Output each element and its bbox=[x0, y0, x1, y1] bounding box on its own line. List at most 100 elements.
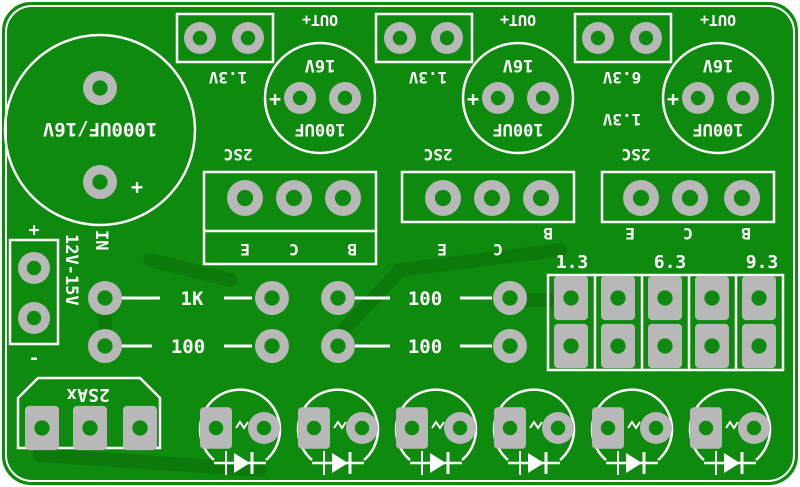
transistor1-label: 2SC bbox=[224, 145, 253, 164]
big-cap-pad bbox=[83, 71, 117, 105]
v2-label: 1.3V bbox=[408, 68, 447, 87]
led-pad bbox=[542, 412, 574, 444]
t2-b: B bbox=[543, 224, 553, 243]
led-pad bbox=[346, 412, 378, 444]
jumper-pad bbox=[648, 323, 682, 369]
t2-e: E bbox=[437, 240, 447, 259]
transistor-pad bbox=[425, 180, 461, 216]
cap-pad bbox=[482, 82, 514, 114]
cap3-plus: + bbox=[667, 87, 679, 111]
cap1-voltage: 16V bbox=[305, 55, 336, 75]
led-pad bbox=[592, 407, 624, 449]
header-pad bbox=[184, 22, 216, 54]
v1-label: 1.3V bbox=[208, 68, 247, 87]
header-pad bbox=[582, 22, 614, 54]
header-pad bbox=[431, 22, 463, 54]
cap1-value: 100UF bbox=[294, 119, 345, 139]
led-pad bbox=[640, 412, 672, 444]
header-pad bbox=[384, 22, 416, 54]
big-cap-label: 1000UF/16V bbox=[43, 118, 157, 140]
capacitor-3: 16V 100UF + bbox=[661, 41, 775, 155]
t3-b: B bbox=[741, 224, 751, 243]
resistor-pad bbox=[321, 281, 355, 315]
resistor-pad bbox=[493, 281, 527, 315]
led-pad bbox=[298, 407, 330, 449]
t1-e: E bbox=[240, 240, 250, 259]
resistor-pad bbox=[88, 329, 122, 363]
out1-label: OUT+ bbox=[302, 11, 338, 29]
cap2-value: 100UF bbox=[492, 119, 543, 139]
board-outline bbox=[5, 5, 795, 482]
input-plus-label: + bbox=[29, 220, 40, 241]
transistor2-label: 2SC bbox=[424, 145, 453, 164]
led-pad bbox=[396, 407, 428, 449]
led-pad bbox=[248, 412, 280, 444]
transistor-pad bbox=[276, 180, 312, 216]
led-pad bbox=[200, 407, 232, 449]
big-cap-pad bbox=[83, 165, 117, 199]
out2-label: OUT+ bbox=[500, 11, 536, 29]
jumper-pad bbox=[601, 275, 635, 321]
jumper1-label: 1.3 bbox=[556, 252, 589, 273]
output-header-3: OUT+ 6.3V 1.3V bbox=[573, 11, 736, 129]
t3-c: C bbox=[683, 224, 693, 243]
regulator-pad bbox=[123, 405, 157, 451]
resistor-pad bbox=[493, 329, 527, 363]
v3-label: 6.3V bbox=[602, 68, 641, 87]
resistor-pad bbox=[321, 329, 355, 363]
jumper-pad bbox=[742, 323, 776, 369]
input-pad bbox=[18, 302, 50, 334]
transistor-1: 2SC E C B bbox=[202, 145, 378, 266]
transistor-pad bbox=[672, 180, 708, 216]
transistor3-label: 2SC bbox=[622, 145, 651, 164]
r3-label: 100 bbox=[408, 288, 442, 310]
voltage-jumper-block: 1.3 6.3 9.3 bbox=[546, 252, 785, 372]
cap2-plus: + bbox=[467, 87, 479, 111]
cap2-voltage: 16V bbox=[503, 55, 534, 75]
output-header-2: OUT+ 1.3V bbox=[374, 11, 536, 87]
transistor-pad bbox=[523, 180, 559, 216]
resistor-pad bbox=[255, 281, 289, 315]
transistor-pad bbox=[325, 180, 361, 216]
cap3-value: 100UF bbox=[692, 119, 743, 139]
transistor-pad bbox=[227, 180, 263, 216]
cap-pad bbox=[682, 82, 714, 114]
jumper-pad bbox=[742, 275, 776, 321]
big-capacitor: 1000UF/16V + bbox=[3, 33, 197, 227]
cap-pad bbox=[727, 82, 759, 114]
resistors bbox=[122, 296, 492, 348]
jumper-pad bbox=[695, 323, 729, 369]
cap1-plus: + bbox=[269, 87, 281, 111]
jumper-pad bbox=[554, 323, 588, 369]
led-pad bbox=[690, 407, 722, 449]
t1-b: B bbox=[347, 240, 357, 259]
t1-c: C bbox=[289, 240, 299, 259]
cap-pad bbox=[527, 82, 559, 114]
jumper2-label: 6.3 bbox=[654, 252, 687, 273]
cap-pad bbox=[284, 82, 316, 114]
jumper-pad bbox=[601, 323, 635, 369]
r1-label: 1K bbox=[181, 288, 204, 310]
regulator-label: 2SAx bbox=[66, 384, 110, 405]
input-connector: + - IN 12V-15V bbox=[8, 220, 111, 369]
transistor-2: 2SC E C B bbox=[400, 145, 576, 259]
input-label: IN bbox=[91, 230, 111, 250]
input-range-label: 12V-15V bbox=[61, 234, 81, 306]
resistor-pad bbox=[88, 281, 122, 315]
jumper3-label: 9.3 bbox=[746, 252, 779, 273]
r4-label: 100 bbox=[408, 336, 442, 358]
transistor-3: 2SC E C B bbox=[600, 145, 776, 243]
regulator: 2SAx bbox=[16, 376, 162, 450]
header-pad bbox=[232, 22, 264, 54]
transistor-pad bbox=[623, 180, 659, 216]
jumper-pad bbox=[554, 275, 588, 321]
regulator-pad bbox=[73, 405, 107, 451]
capacitor-1: 16V 100UF + bbox=[263, 41, 377, 155]
out3-label: OUT+ bbox=[700, 11, 736, 29]
cap3-voltage: 16V bbox=[703, 55, 734, 75]
jumper-pad bbox=[695, 275, 729, 321]
big-cap-plus: + bbox=[131, 175, 143, 199]
transistor-pad bbox=[724, 180, 760, 216]
